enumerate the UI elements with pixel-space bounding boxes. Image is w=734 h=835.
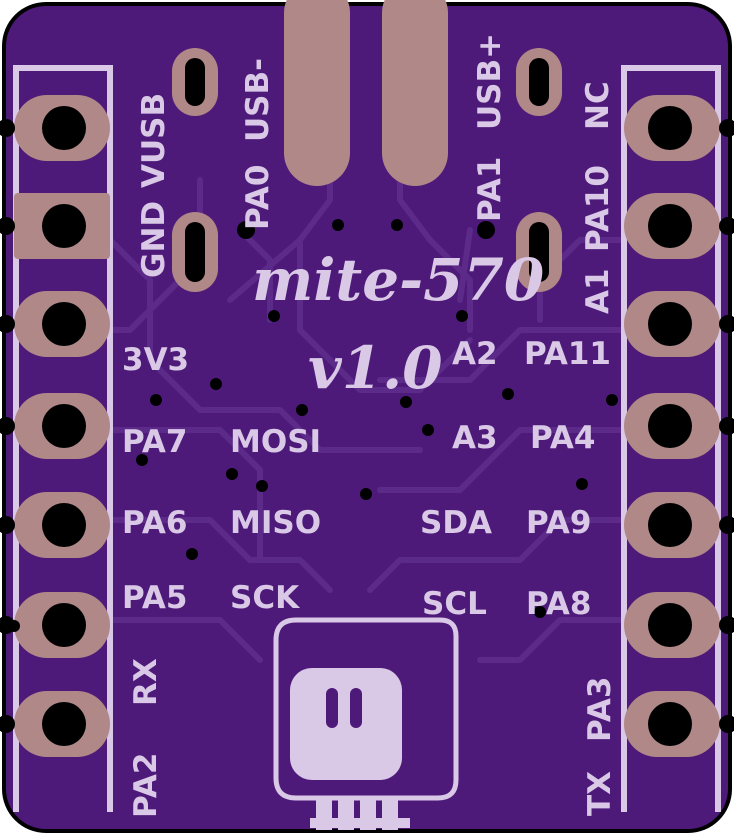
header-hole [42, 404, 86, 448]
chip-slot [350, 688, 362, 728]
header-hole [648, 404, 692, 448]
usb-shield-pad-right [382, 0, 448, 186]
usb-connector [172, 0, 562, 292]
header-hole [648, 702, 692, 746]
header-hole [42, 702, 86, 746]
header-hole [648, 302, 692, 346]
chip-slot [326, 688, 338, 728]
label-miso: MISO [230, 505, 321, 541]
label-pa9: PA9 [526, 505, 591, 541]
vias [8, 219, 618, 632]
right-header [624, 95, 720, 757]
header-hole [42, 503, 86, 547]
label-gnd: GND [136, 201, 172, 278]
label-mosi: MOSI [230, 424, 321, 460]
right-edge-castellations [719, 119, 734, 733]
soldermask [6, 6, 728, 829]
usb-mount-hole [185, 222, 205, 282]
board-version: v1.0 [308, 334, 443, 402]
label-pa11: PA11 [524, 336, 611, 372]
label-usb-minus: USB- [240, 58, 276, 142]
label-a3: A3 [452, 420, 498, 456]
label-pa0: PA0 [240, 165, 276, 230]
label-pa1: PA1 [472, 157, 508, 222]
usb-mount-hole [529, 58, 549, 106]
label-sda: SDA [420, 505, 492, 541]
label-vusb: VUSB [136, 93, 172, 188]
header-hole [42, 603, 86, 647]
label-pa7: PA7 [122, 424, 187, 460]
header-hole [42, 204, 86, 248]
label-nc: NC [580, 81, 616, 130]
label-pa6: PA6 [122, 505, 187, 541]
header-hole [42, 302, 86, 346]
label-tx: TX [582, 771, 618, 816]
label-3v3: 3V3 [122, 342, 189, 378]
header-hole [648, 503, 692, 547]
label-a1: A1 [580, 268, 616, 314]
usb-mount-hole [529, 222, 549, 282]
label-usb-plus: USB+ [472, 33, 508, 130]
label-a2: A2 [452, 336, 498, 372]
label-pa8: PA8 [526, 586, 591, 622]
chip-lead-bar [310, 818, 410, 828]
label-sck: SCK [230, 580, 300, 616]
left-header-outline [13, 65, 113, 812]
label-pa3: PA3 [582, 677, 618, 742]
usb-mount-hole [185, 58, 205, 106]
header-hole [42, 106, 86, 150]
chip-thermal-pad [290, 668, 402, 780]
chip-footprint [273, 617, 459, 830]
label-pa4: PA4 [530, 420, 595, 456]
label-pa5: PA5 [122, 580, 187, 616]
header-hole [648, 603, 692, 647]
right-header-outline [621, 65, 721, 812]
usb-shield-pad-left [284, 0, 350, 186]
header-hole [648, 106, 692, 150]
label-rx: RX [128, 658, 164, 706]
label-pa10: PA10 [580, 165, 616, 252]
label-scl: SCL [422, 586, 487, 622]
header-hole [648, 204, 692, 248]
left-header [14, 95, 110, 757]
board-title: mite-570 [252, 246, 544, 314]
label-pa2: PA2 [128, 753, 164, 818]
